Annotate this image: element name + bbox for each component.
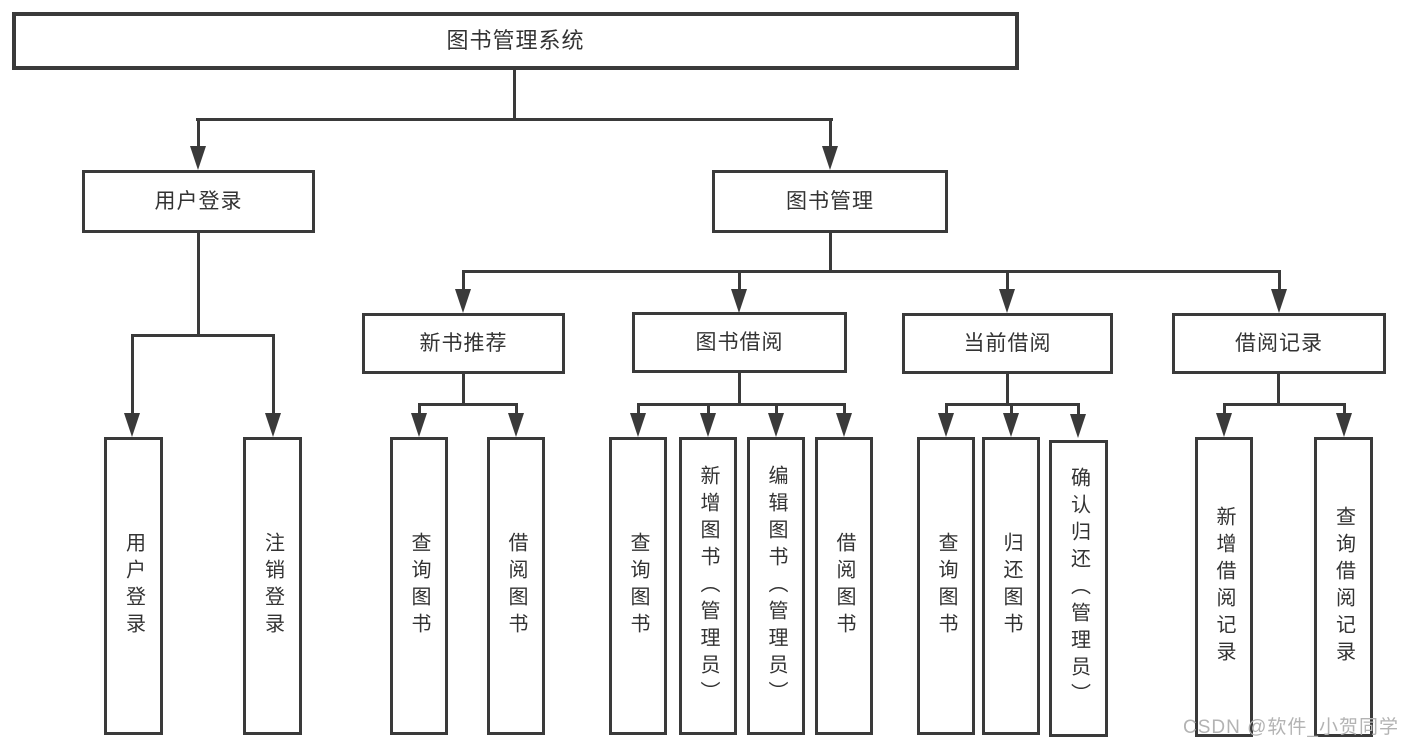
- leaf-user-login: 用户登录: [104, 437, 163, 735]
- leaf-return-books: 归还图书: [982, 437, 1040, 735]
- node-current-borrowing: 当前借阅: [902, 313, 1113, 374]
- connector-line: [418, 403, 518, 406]
- arrow-down-icon: [768, 413, 784, 437]
- node-library-management-system: 图书管理系统: [12, 12, 1019, 70]
- watermark: CSDN @软件_小贺同学: [1183, 717, 1399, 738]
- connector-line: [1223, 403, 1345, 406]
- connector-line: [513, 69, 516, 121]
- arrow-down-icon: [1003, 413, 1019, 437]
- connector-line: [462, 270, 1281, 273]
- connector-line: [197, 118, 200, 148]
- connector-line: [1010, 403, 1013, 415]
- leaf-query-books-borrowing: 查询图书: [609, 437, 667, 735]
- connector-line: [829, 233, 832, 273]
- connector-line: [197, 233, 200, 336]
- connector-line: [707, 403, 710, 415]
- leaf-logout: 注销登录: [243, 437, 302, 735]
- connector-line: [1223, 403, 1226, 415]
- arrow-down-icon: [938, 413, 954, 437]
- arrow-down-icon: [822, 146, 838, 170]
- leaf-query-books-current: 查询图书: [917, 437, 975, 735]
- arrow-down-icon: [1336, 413, 1352, 437]
- arrow-down-icon: [836, 413, 852, 437]
- node-new-book-recommend: 新书推荐: [362, 313, 565, 374]
- arrow-down-icon: [731, 289, 747, 313]
- arrow-down-icon: [1271, 289, 1287, 313]
- arrow-down-icon: [999, 289, 1015, 313]
- arrow-down-icon: [411, 413, 427, 437]
- leaf-add-book-admin: 新增图书（管理员）: [679, 437, 737, 735]
- connector-line: [462, 374, 465, 406]
- connector-line: [1006, 374, 1009, 406]
- connector-line: [637, 403, 846, 406]
- leaf-query-borrow-record: 查询借阅记录: [1314, 437, 1373, 737]
- connector-line: [1278, 270, 1281, 291]
- node-user-login: 用户登录: [82, 170, 315, 233]
- arrow-down-icon: [1216, 413, 1232, 437]
- leaf-edit-book-admin: 编辑图书（管理员）: [747, 437, 805, 735]
- leaf-add-borrow-record: 新增借阅记录: [1195, 437, 1253, 737]
- connector-line: [272, 334, 275, 415]
- node-book-management: 图书管理: [712, 170, 948, 233]
- connector-line: [1077, 403, 1080, 415]
- connector-line: [131, 334, 134, 415]
- connector-line: [843, 403, 846, 415]
- arrow-down-icon: [124, 413, 140, 437]
- connector-line: [1277, 374, 1280, 406]
- leaf-query-books-recommend: 查询图书: [390, 437, 448, 735]
- arrow-down-icon: [700, 413, 716, 437]
- connector-line: [196, 118, 833, 121]
- connector-line: [738, 270, 741, 291]
- node-book-borrowing: 图书借阅: [632, 312, 847, 373]
- arrow-down-icon: [508, 413, 524, 437]
- arrow-down-icon: [630, 413, 646, 437]
- connector-line: [131, 334, 275, 337]
- connector-line: [418, 403, 421, 415]
- arrow-down-icon: [455, 289, 471, 313]
- arrow-down-icon: [265, 413, 281, 437]
- connector-line: [1006, 270, 1009, 291]
- connector-line: [738, 373, 741, 406]
- connector-line: [1343, 403, 1346, 415]
- connector-line: [829, 118, 832, 148]
- connector-line: [637, 403, 640, 415]
- leaf-borrow-books-borrowing: 借阅图书: [815, 437, 873, 735]
- node-borrowing-records: 借阅记录: [1172, 313, 1386, 374]
- connector-line: [462, 270, 465, 291]
- arrow-down-icon: [190, 146, 206, 170]
- connector-line: [515, 403, 518, 415]
- leaf-confirm-return-admin: 确认归还（管理员）: [1049, 440, 1108, 737]
- leaf-borrow-books-recommend: 借阅图书: [487, 437, 545, 735]
- connector-line: [945, 403, 948, 415]
- connector-line: [775, 403, 778, 415]
- arrow-down-icon: [1070, 414, 1086, 438]
